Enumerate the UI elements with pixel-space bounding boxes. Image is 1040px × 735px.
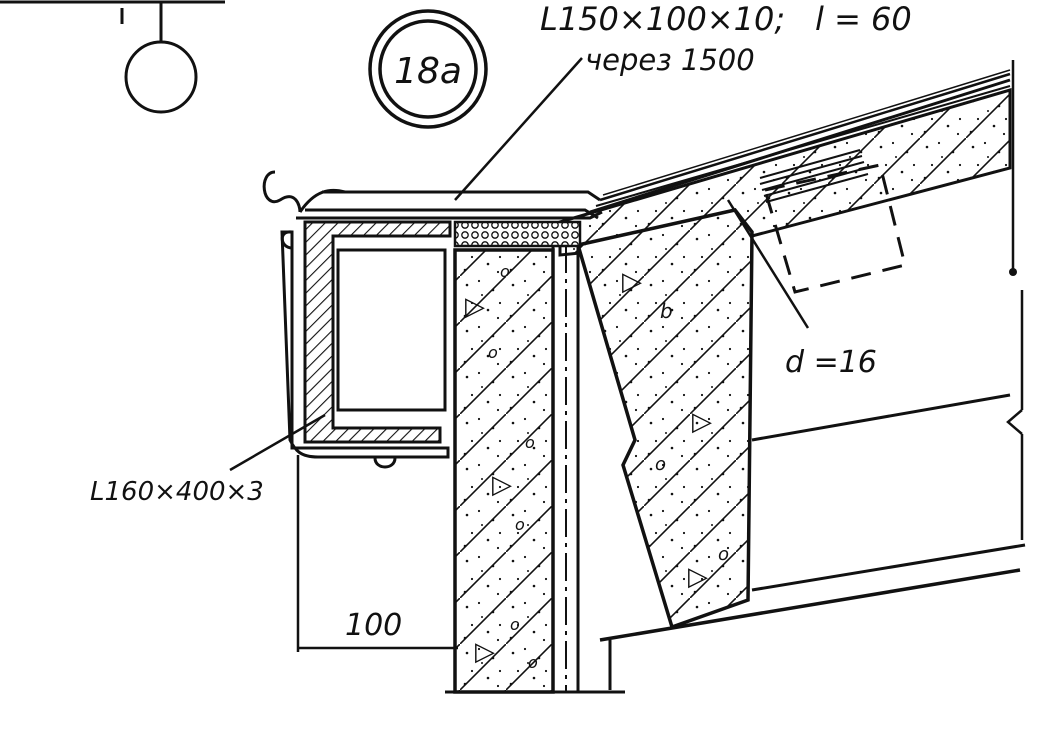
inclined-beam: ▷ b ▷ o o ▷	[575, 208, 754, 630]
svg-text:o: o	[488, 343, 498, 362]
top-angle-leader	[454, 57, 583, 201]
svg-text:o: o	[500, 262, 510, 281]
expansion-gap	[445, 238, 625, 694]
bolt-diameter-label: d =16	[785, 345, 877, 380]
bolt-leader	[726, 199, 810, 329]
svg-text:o: o	[525, 433, 535, 452]
svg-text:o: o	[515, 515, 525, 534]
svg-text:o: o	[510, 615, 520, 634]
svg-text:▷: ▷	[465, 292, 485, 322]
svg-text:o: o	[718, 544, 729, 565]
svg-text:▷: ▷	[688, 562, 708, 592]
width-dimension: 100	[296, 455, 458, 652]
lower-slabs	[599, 290, 1026, 690]
callout-badge: 18a	[368, 9, 488, 129]
svg-text:b: b	[660, 299, 673, 323]
top-angle-spec-label: L150×100×10;	[540, 0, 785, 38]
hanging-fixture	[0, 0, 225, 114]
svg-text:▷: ▷	[622, 267, 642, 297]
callout-number: 18a	[394, 51, 462, 92]
vertical-wall: ▷ o o ▷ o o ▷ o o	[453, 248, 555, 694]
top-angle-spacing-label: через 1500	[585, 43, 755, 77]
lower-angle-spec-label: L160×400×3	[90, 477, 264, 507]
svg-text:▷: ▷	[692, 407, 712, 437]
svg-text:o: o	[528, 653, 538, 672]
lower-angle-leader	[229, 413, 326, 472]
cover-flashing	[262, 170, 603, 220]
channel-profile	[280, 220, 452, 469]
svg-text:o: o	[655, 454, 666, 475]
seal-strip	[453, 220, 582, 248]
roof-slope	[558, 60, 1017, 294]
top-angle-length-label: l = 60	[815, 0, 912, 38]
svg-text:▷: ▷	[475, 637, 495, 667]
dimension-width-label: 100	[345, 608, 402, 643]
svg-text:▷: ▷	[492, 470, 512, 500]
